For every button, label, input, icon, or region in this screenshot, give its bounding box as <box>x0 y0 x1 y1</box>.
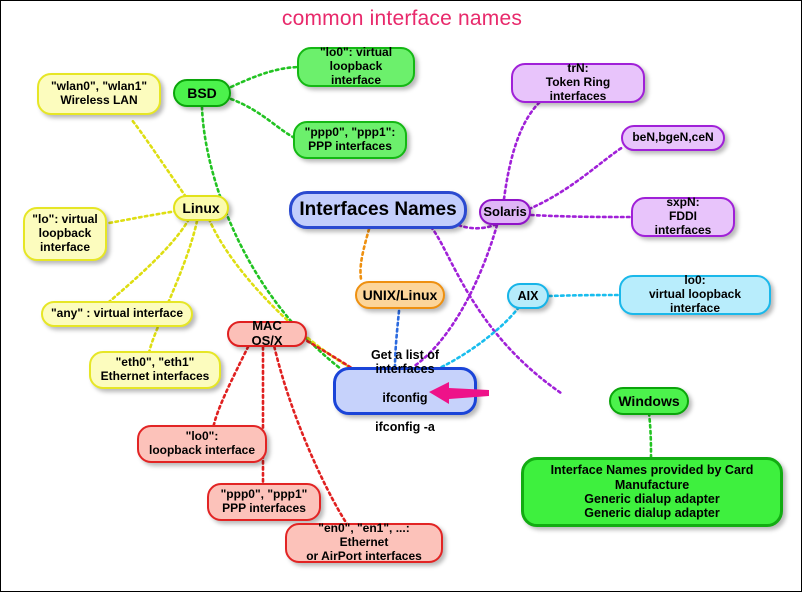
leaf-macosx-ppp[interactable]: "ppp0", "ppp1" PPP interfaces <box>207 483 321 521</box>
command-box-line1: Get a list of interfaces <box>370 347 440 377</box>
branch-node-solaris[interactable]: Solaris <box>479 199 531 225</box>
branch-node-windows[interactable]: Windows <box>609 387 689 415</box>
leaf-linux-any-label: "any" : virtual interface <box>50 306 184 321</box>
leaf-linux-eth-label: "eth0", "eth1" Ethernet interfaces <box>100 355 210 383</box>
branch-node-linux[interactable]: Linux <box>173 195 229 221</box>
page-title: common interface names <box>281 7 523 30</box>
branch-node-unix-linux-label: UNIX/Linux <box>362 286 438 303</box>
branch-node-bsd[interactable]: BSD <box>173 79 231 107</box>
command-box-line2: ifconfig <box>382 391 428 405</box>
branch-node-aix[interactable]: AIX <box>507 283 549 309</box>
leaf-macosx-en-label: "en0", "en1", ...: Ethernet or AirPort i… <box>306 521 422 563</box>
leaf-solaris-trn[interactable]: trN: Token Ring interfaces <box>511 61 645 103</box>
branch-node-solaris-label: Solaris <box>483 203 527 219</box>
leaf-windows-card-manufacture[interactable]: Interface Names provided by Card Manufac… <box>521 457 783 527</box>
leaf-bsd-ppp-label: "ppp0", "ppp1": PPP interfaces <box>304 125 396 153</box>
leaf-solaris-ben-label: beN,bgeN,ceN <box>632 130 714 145</box>
branch-node-macosx-label: MAC OS/X <box>251 318 283 348</box>
branch-node-macosx[interactable]: MAC OS/X <box>227 318 307 348</box>
leaf-solaris-ben[interactable]: beN,bgeN,ceN <box>621 125 725 151</box>
leaf-linux-any[interactable]: "any" : virtual interface <box>41 301 193 327</box>
leaf-linux-lo-label: "lo": virtual loopback interface <box>32 212 98 254</box>
leaf-bsd-lo0[interactable]: "lo0": virtual loopback interface <box>297 45 415 87</box>
branch-node-linux-label: Linux <box>182 199 220 216</box>
command-box-get-interfaces[interactable]: Get a list of interfaces ifconfig ifconf… <box>333 348 477 434</box>
root-node-label: Interfaces Names <box>299 199 457 221</box>
root-node-interfaces-names[interactable]: Interfaces Names <box>289 191 467 229</box>
leaf-macosx-ppp-label: "ppp0", "ppp1" PPP interfaces <box>220 487 308 515</box>
command-box-text: Get a list of interfaces ifconfig ifconf… <box>342 334 468 449</box>
leaf-aix-lo0[interactable]: lo0: virtual loopback interface <box>619 273 771 315</box>
leaf-macosx-lo0[interactable]: "lo0": loopback interface <box>137 425 267 463</box>
command-box-line3: ifconfig -a <box>375 419 435 434</box>
leaf-aix-lo0-label: lo0: virtual loopback interface <box>648 273 742 315</box>
leaf-windows-card-manufacture-label: Interface Names provided by Card Manufac… <box>550 463 754 521</box>
leaf-linux-lo[interactable]: "lo": virtual loopback interface <box>23 207 107 261</box>
leaf-linux-wlan[interactable]: "wlan0", "wlan1" Wireless LAN <box>37 73 161 115</box>
leaf-solaris-trn-label: trN: Token Ring interfaces <box>545 61 611 103</box>
leaf-macosx-en[interactable]: "en0", "en1", ...: Ethernet or AirPort i… <box>285 521 443 563</box>
branch-node-unix-linux[interactable]: UNIX/Linux <box>355 281 445 309</box>
leaf-linux-wlan-label: "wlan0", "wlan1" Wireless LAN <box>50 79 148 107</box>
branch-node-aix-label: AIX <box>517 288 539 303</box>
leaf-bsd-ppp[interactable]: "ppp0", "ppp1": PPP interfaces <box>293 121 407 159</box>
leaf-bsd-lo0-label: "lo0": virtual loopback interface <box>319 45 393 87</box>
branch-node-windows-label: Windows <box>618 392 680 409</box>
leaf-solaris-sxpn-label: sxpN: FDDI interfaces <box>654 195 712 237</box>
leaf-macosx-lo0-label: "lo0": loopback interface <box>148 429 256 457</box>
leaf-linux-eth[interactable]: "eth0", "eth1" Ethernet interfaces <box>89 351 221 389</box>
leaf-solaris-sxpn[interactable]: sxpN: FDDI interfaces <box>631 195 735 237</box>
branch-node-bsd-label: BSD <box>187 84 217 101</box>
